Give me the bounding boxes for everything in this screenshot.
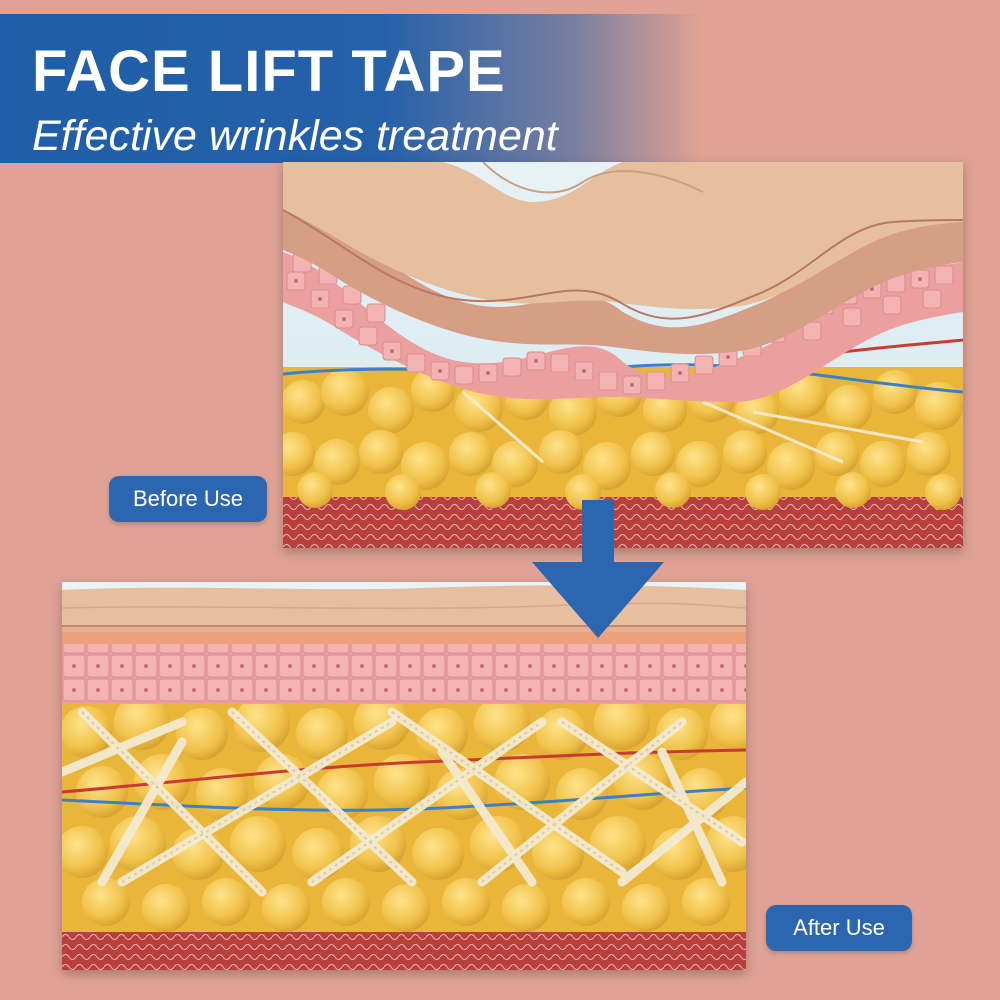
- smooth-skin-cross-section: [62, 582, 746, 970]
- banner-subtitle: Effective wrinkles treatment: [32, 112, 558, 160]
- before-skin-illustration: [283, 162, 963, 548]
- after-use-label: After Use: [766, 905, 912, 951]
- arrow-down-icon: [532, 500, 664, 638]
- after-skin-illustration: [62, 582, 746, 970]
- wrinkled-skin-cross-section: [283, 162, 963, 548]
- banner-title: FACE LIFT TAPE: [32, 39, 506, 104]
- before-use-label: Before Use: [109, 476, 267, 522]
- header-banner: FACE LIFT TAPE Effective wrinkles treatm…: [0, 14, 700, 163]
